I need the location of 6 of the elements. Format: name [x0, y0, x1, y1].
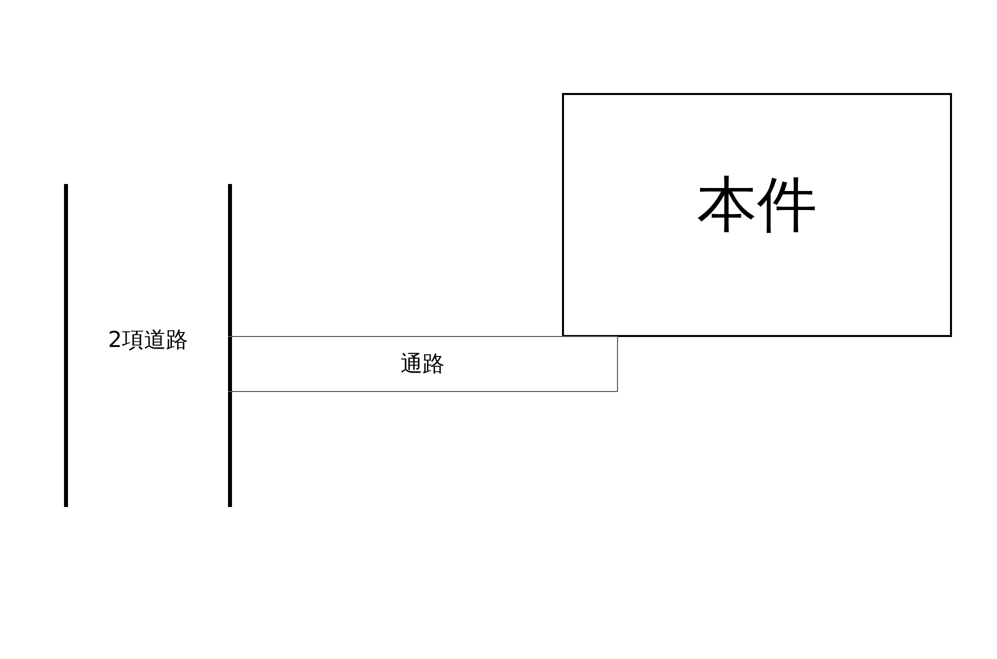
property-label: 本件: [697, 168, 817, 242]
property-box: [562, 93, 952, 337]
passage-label: 通路: [400, 351, 444, 379]
passage-strip: [228, 336, 618, 392]
road-band: [64, 184, 232, 507]
road-label: 2項道路: [108, 326, 188, 354]
